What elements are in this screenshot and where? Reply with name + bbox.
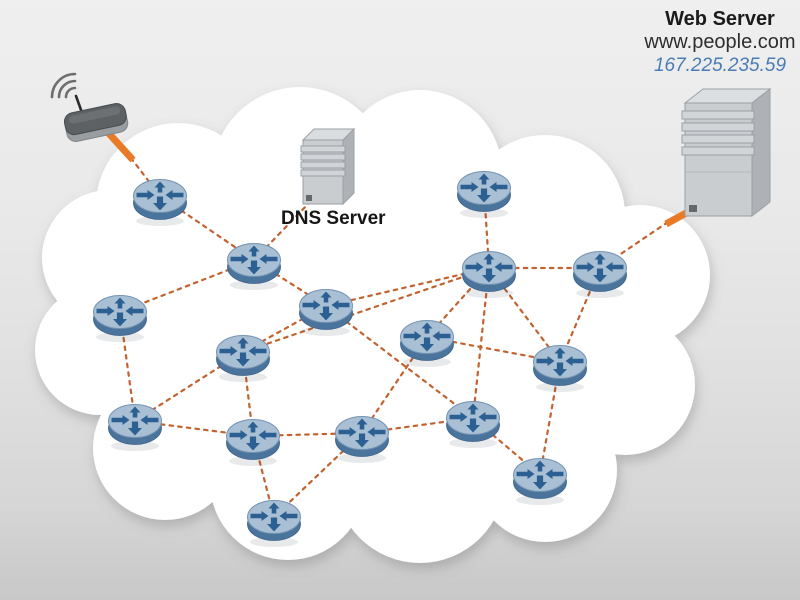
- dns-server-label: DNS Server: [281, 208, 386, 229]
- router-node-r4: [299, 289, 353, 337]
- dns-server-tower: [300, 127, 356, 206]
- router-node-r14: [513, 458, 567, 506]
- router-node-r1: [133, 179, 187, 227]
- wifi-waves-icon: [50, 72, 77, 99]
- web-server-ip: 167.225.235.59: [653, 55, 787, 76]
- router-node-r10: [462, 251, 516, 299]
- router-node-r6: [108, 404, 162, 452]
- link-r4-r10: [324, 266, 491, 308]
- web-server-domain: www.people.com: [644, 31, 796, 53]
- link-modem-edge-r1: [129, 156, 162, 198]
- link-r2-r3: [118, 258, 256, 314]
- router-node-r16: [247, 500, 301, 548]
- router-node-r5: [216, 335, 270, 383]
- web-server-tower: [681, 87, 772, 218]
- wifi-router-body: [63, 103, 129, 142]
- router-node-r7: [226, 419, 280, 467]
- router-node-r12: [533, 345, 587, 393]
- web-server-name: Web Server: [665, 8, 775, 30]
- web-server-caption: Web Server www.people.com 167.225.235.59: [618, 8, 800, 77]
- router-node-r2: [227, 243, 281, 291]
- router-node-r8: [335, 416, 389, 464]
- wifi-router: [50, 72, 129, 142]
- dns-port-light: [306, 195, 312, 201]
- router-node-r11: [457, 171, 511, 219]
- router-node-r13: [446, 401, 500, 449]
- router-node-r3: [93, 295, 147, 343]
- web-server-port-light: [689, 205, 697, 212]
- router-node-r15: [573, 251, 627, 299]
- router-node-r9: [400, 320, 454, 368]
- link-r5-r10: [241, 266, 491, 354]
